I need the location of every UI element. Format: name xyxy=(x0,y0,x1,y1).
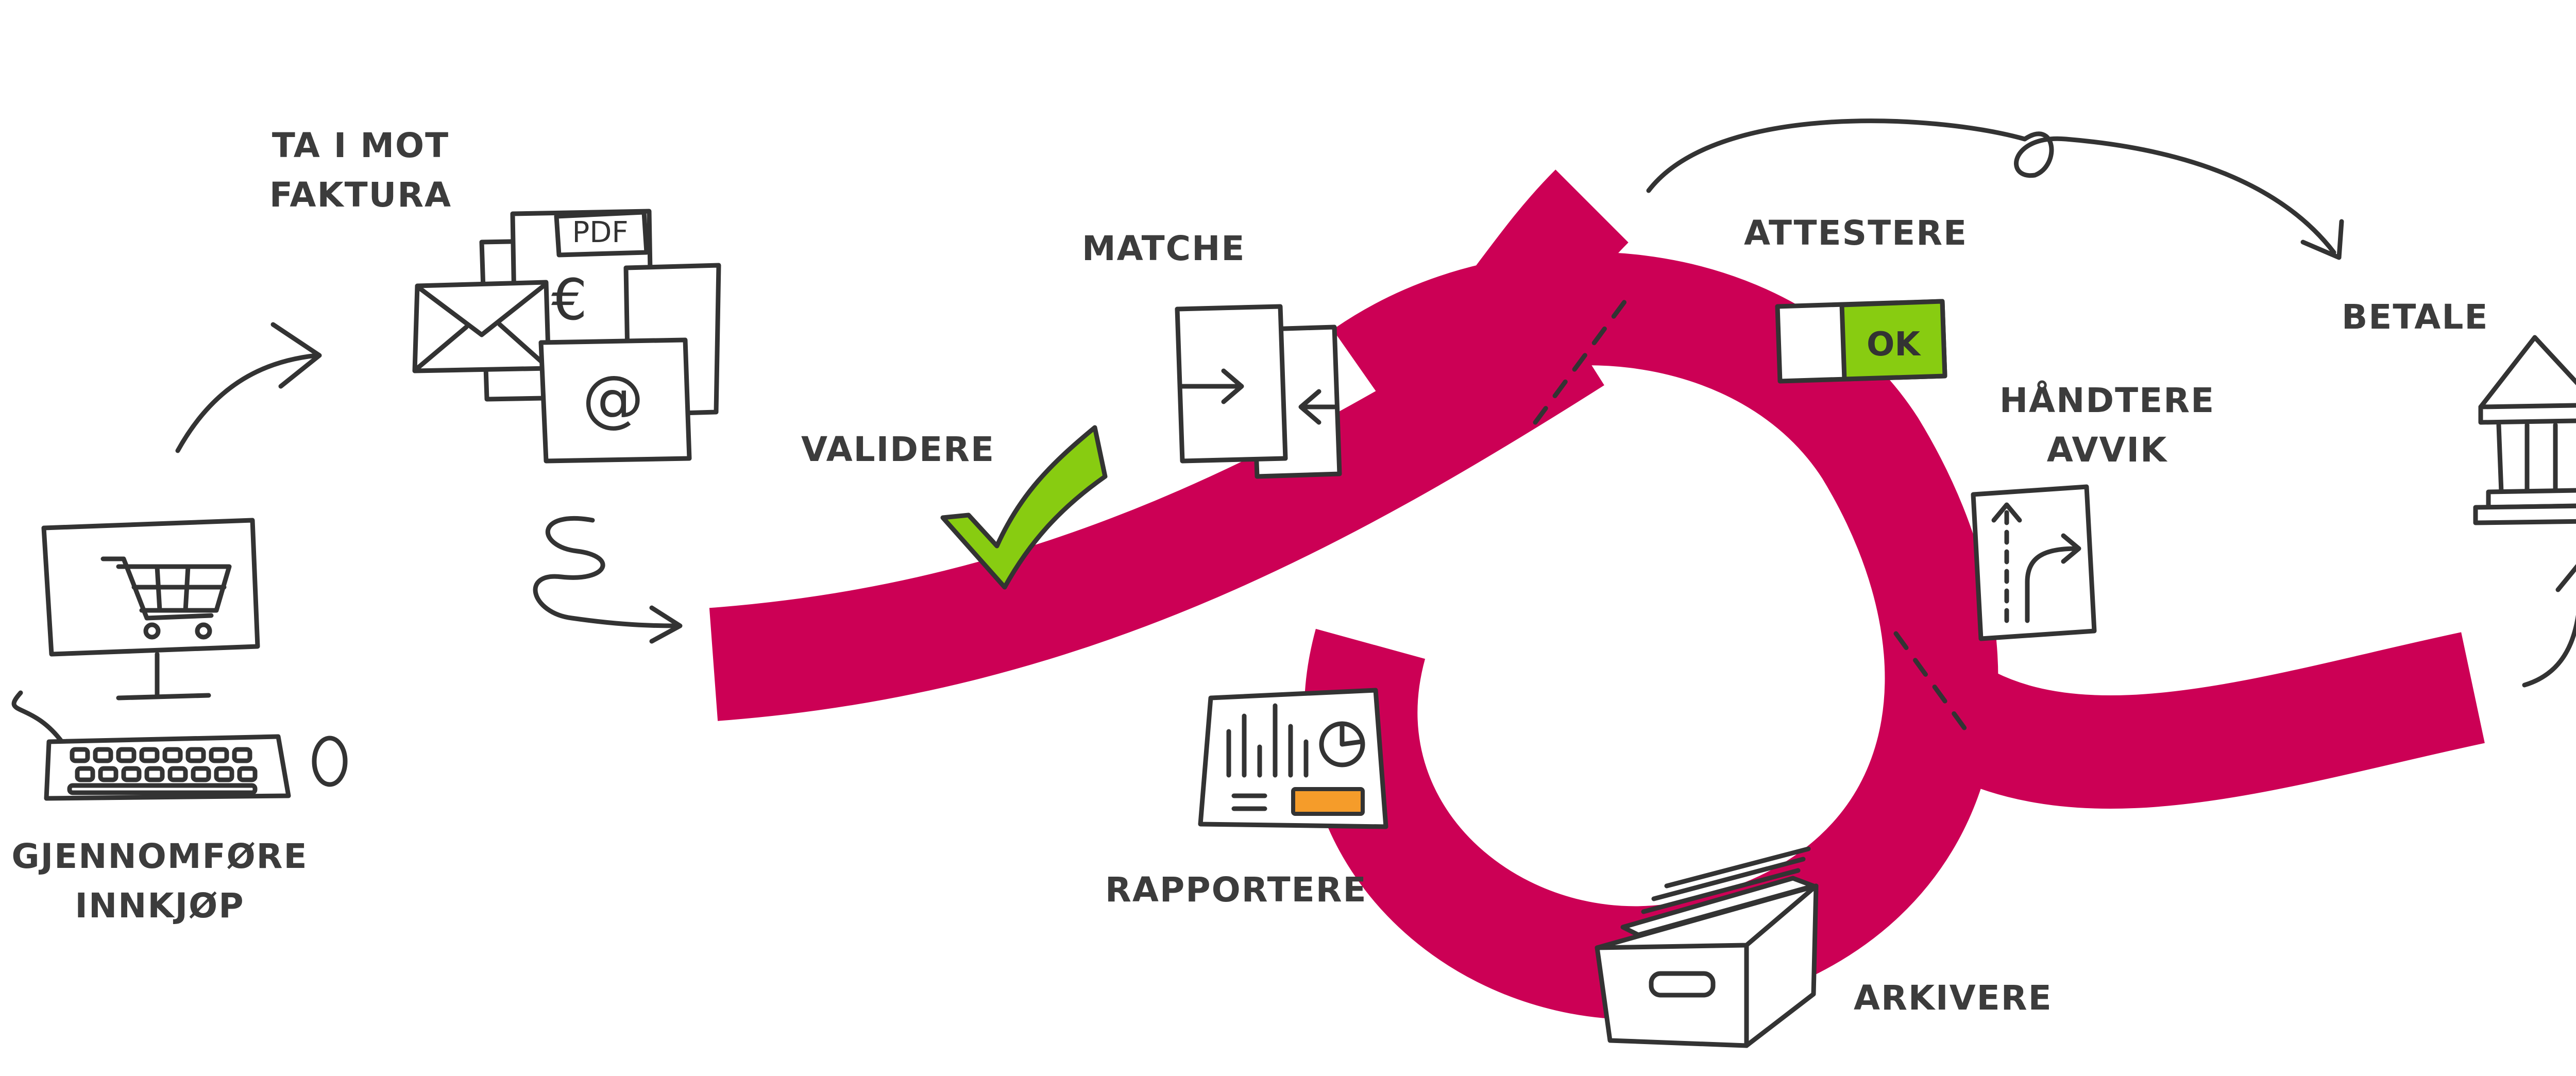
arrow-approve-to-pay-head xyxy=(2300,219,2344,260)
receive-invoice-icons: PDF € @ xyxy=(412,209,721,464)
label-match: MATCHE xyxy=(1082,229,1246,268)
mouse-icon xyxy=(312,736,348,787)
arrow-to-receive-head xyxy=(270,322,322,389)
label-handle-deviation: HÅNDTERE AVVIK xyxy=(1999,381,2215,470)
arrow-approve-to-pay xyxy=(1646,118,2336,255)
track-top-fork xyxy=(1443,169,1629,372)
label-purchase: GJENNOMFØRE INNKJØP xyxy=(11,836,308,926)
checkmark-icon xyxy=(940,425,1108,590)
track-loop xyxy=(1304,252,1998,1020)
at-symbol: @ xyxy=(582,363,644,435)
track-left-arm xyxy=(709,289,1604,721)
euro-symbol: € xyxy=(551,267,587,333)
ok-toggle-icon: OK xyxy=(1775,299,1947,384)
label-archive: ARKIVERE xyxy=(1854,978,2053,1018)
pdf-tag: PDF xyxy=(572,216,628,249)
squiggle-arrow xyxy=(533,516,677,628)
label-receive-invoice: TA I MOT FAKTURA xyxy=(269,126,452,215)
arrow-to-receive xyxy=(175,353,319,453)
squiggle-arrow-head xyxy=(649,605,683,644)
report-icon xyxy=(1198,688,1388,829)
track-dash-upper xyxy=(1533,291,1633,425)
label-validate: VALIDERE xyxy=(801,430,995,469)
archive-box-icon xyxy=(1595,846,1819,1048)
track-dash-lower xyxy=(1893,631,1973,739)
deviation-document-icon xyxy=(1971,484,2097,641)
keyboard-icon xyxy=(11,690,291,801)
process-track xyxy=(709,169,2485,1020)
computer-cart-icon xyxy=(41,518,260,701)
label-report: RAPPORTERE xyxy=(1105,870,1367,910)
arrow-up-to-bank-head xyxy=(2555,564,2576,592)
label-approve: ATTESTERE xyxy=(1744,213,1968,253)
ok-label: OK xyxy=(1867,326,1921,364)
match-documents-icon xyxy=(1175,304,1342,479)
bank-icon xyxy=(2473,335,2576,525)
label-pay: BETALE xyxy=(2342,297,2489,337)
at-document-icon xyxy=(538,337,692,464)
arrow-up-to-bank xyxy=(2522,614,2576,688)
connector-arrows xyxy=(175,118,2576,688)
track-right-arm xyxy=(1891,632,2485,809)
